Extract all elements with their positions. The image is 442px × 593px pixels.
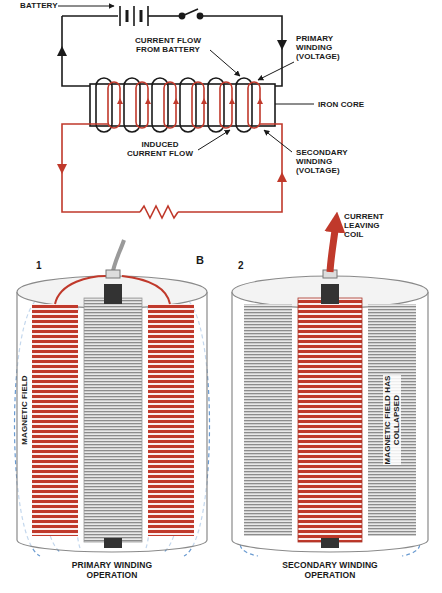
iron-core bbox=[104, 284, 122, 304]
wire bbox=[148, 15, 180, 17]
coil-secondary-operation bbox=[232, 222, 428, 556]
coil-case bbox=[232, 292, 428, 552]
primary-winding bbox=[368, 304, 416, 536]
iron-core bbox=[321, 284, 339, 304]
wire bbox=[178, 124, 282, 212]
primary-lead bbox=[55, 276, 106, 304]
primary-winding bbox=[96, 78, 252, 132]
flow-arrow bbox=[57, 46, 67, 56]
secondary-winding bbox=[84, 298, 142, 542]
iron-core bbox=[104, 538, 122, 548]
callout-number: 1 bbox=[36, 260, 50, 272]
field-label: MAGNETIC FIELD HAS COLLAPSED bbox=[383, 375, 401, 465]
battery-symbol bbox=[120, 6, 148, 26]
flow-note: INDUCED CURRENT FLOW bbox=[123, 140, 197, 158]
coil-cap bbox=[232, 276, 428, 308]
field-label: MAGNETIC FIELD bbox=[20, 365, 29, 455]
flow-arrow bbox=[57, 164, 67, 174]
part-label: IRON CORE bbox=[318, 100, 378, 109]
callout-label: CURRENT LEAVING COIL bbox=[344, 212, 396, 239]
callout-number: 2 bbox=[238, 260, 252, 272]
switch-symbol bbox=[179, 9, 202, 19]
induced-flow-arrows bbox=[117, 98, 263, 104]
resistor-symbol bbox=[140, 206, 178, 218]
figure-caption: SECONDARY WINDING OPERATION bbox=[271, 560, 389, 580]
flow-arrow bbox=[277, 40, 287, 50]
part-label: SECONDARY WINDING (VOLTAGE) bbox=[296, 148, 360, 175]
terminal bbox=[106, 270, 120, 278]
battery-leader bbox=[58, 6, 114, 7]
flow-note: CURRENT FLOW FROM BATTERY bbox=[127, 36, 209, 54]
high-voltage-lead bbox=[330, 222, 336, 272]
secondary-winding bbox=[108, 82, 260, 128]
primary-circuit bbox=[57, 6, 287, 86]
secondary-winding bbox=[298, 298, 362, 542]
primary-winding bbox=[32, 304, 78, 536]
coil-primary-operation bbox=[15, 240, 210, 556]
figure-letter: B bbox=[196, 254, 212, 267]
primary-lead bbox=[122, 276, 170, 304]
part-label: PRIMARY WINDING (VOLTAGE) bbox=[296, 34, 356, 61]
flow-arrow bbox=[277, 172, 287, 182]
leader-lines bbox=[198, 50, 314, 152]
iron-core bbox=[321, 538, 339, 548]
wire bbox=[200, 16, 282, 86]
coil-cap bbox=[17, 276, 207, 308]
figure-caption: PRIMARY WINDING OPERATION bbox=[53, 560, 171, 580]
wire bbox=[62, 124, 140, 212]
primary-winding bbox=[148, 304, 194, 536]
coil-case bbox=[17, 292, 207, 552]
wire bbox=[62, 15, 118, 17]
magnetic-field-lines bbox=[15, 296, 210, 556]
secondary-circuit bbox=[57, 124, 287, 218]
primary-winding bbox=[244, 304, 292, 536]
part-label: BATTERY bbox=[20, 1, 60, 10]
wire bbox=[62, 16, 92, 86]
